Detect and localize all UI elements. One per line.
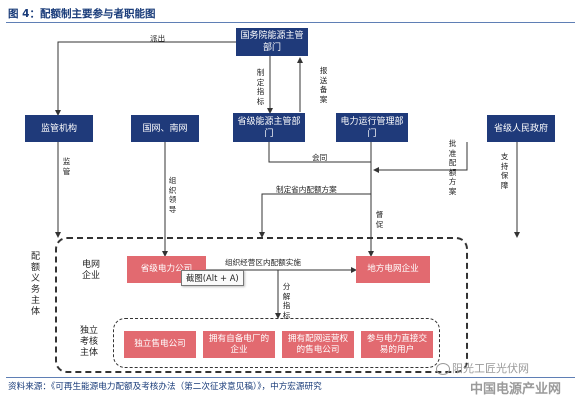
independent-container xyxy=(113,318,440,368)
box-nea: 国务院能源主管部门 xyxy=(236,28,308,56)
label-oversight: 监管 xyxy=(62,157,71,176)
side-label-grid: 电网企业 xyxy=(81,260,100,281)
watermark-text-1: 阳光工匠光伏网 xyxy=(452,362,529,375)
box-prov-gov: 省级人民政府 xyxy=(487,115,555,142)
watermark-line2: 中国电源产业网 xyxy=(470,382,562,397)
label-implement: 组织经营区内配额实施 xyxy=(225,258,301,267)
obligation-container xyxy=(55,237,468,373)
box-own-plant: 拥有自备电厂的企业 xyxy=(203,331,275,358)
title-divider xyxy=(6,22,575,23)
label-report: 报送备案 xyxy=(319,66,328,104)
source-divider xyxy=(6,377,575,378)
label-jointly: 会同 xyxy=(312,153,328,162)
label-dispatch: 派出 xyxy=(150,34,166,43)
box-prov-energy: 省级能源主管部门 xyxy=(233,113,305,142)
box-grid: 国网、南网 xyxy=(131,115,199,142)
label-urge: 督促 xyxy=(375,210,384,229)
screenshot-tooltip: 截图(Alt + A) xyxy=(181,270,244,286)
label-organize: 组织领导 xyxy=(168,176,177,214)
box-retail: 独立售电公司 xyxy=(124,331,196,358)
box-power-ops: 电力运行管理部门 xyxy=(336,113,408,142)
box-dist-net: 拥有配网运营权的售电公司 xyxy=(282,331,354,358)
label-approve: 批准配额方案 xyxy=(448,139,457,196)
label-decompose: 分解指标 xyxy=(282,282,291,320)
side-label-main: 配额义务主体 xyxy=(30,252,40,317)
label-support: 支持保障 xyxy=(500,152,509,190)
watermark-line1: 阳光工匠光伏网 xyxy=(436,360,529,376)
label-make-plan: 制定省内配额方案 xyxy=(276,185,337,194)
box-direct-users: 参与电力直接交易的用户 xyxy=(361,331,433,358)
wechat-icon xyxy=(436,363,450,375)
figure-title: 图 4：配额制主要参与者职能图 xyxy=(8,8,156,20)
box-regulator: 监管机构 xyxy=(25,115,93,142)
label-set-targets: 制定指标 xyxy=(256,68,265,106)
source-note: 资料来源：《可再生能源电力配额及考核办法（第二次征求意见稿）》，中方宏源研究 xyxy=(8,382,322,392)
box-local-grid: 地方电网企业 xyxy=(356,256,430,283)
side-label-independent: 独立考核主体 xyxy=(79,326,98,358)
